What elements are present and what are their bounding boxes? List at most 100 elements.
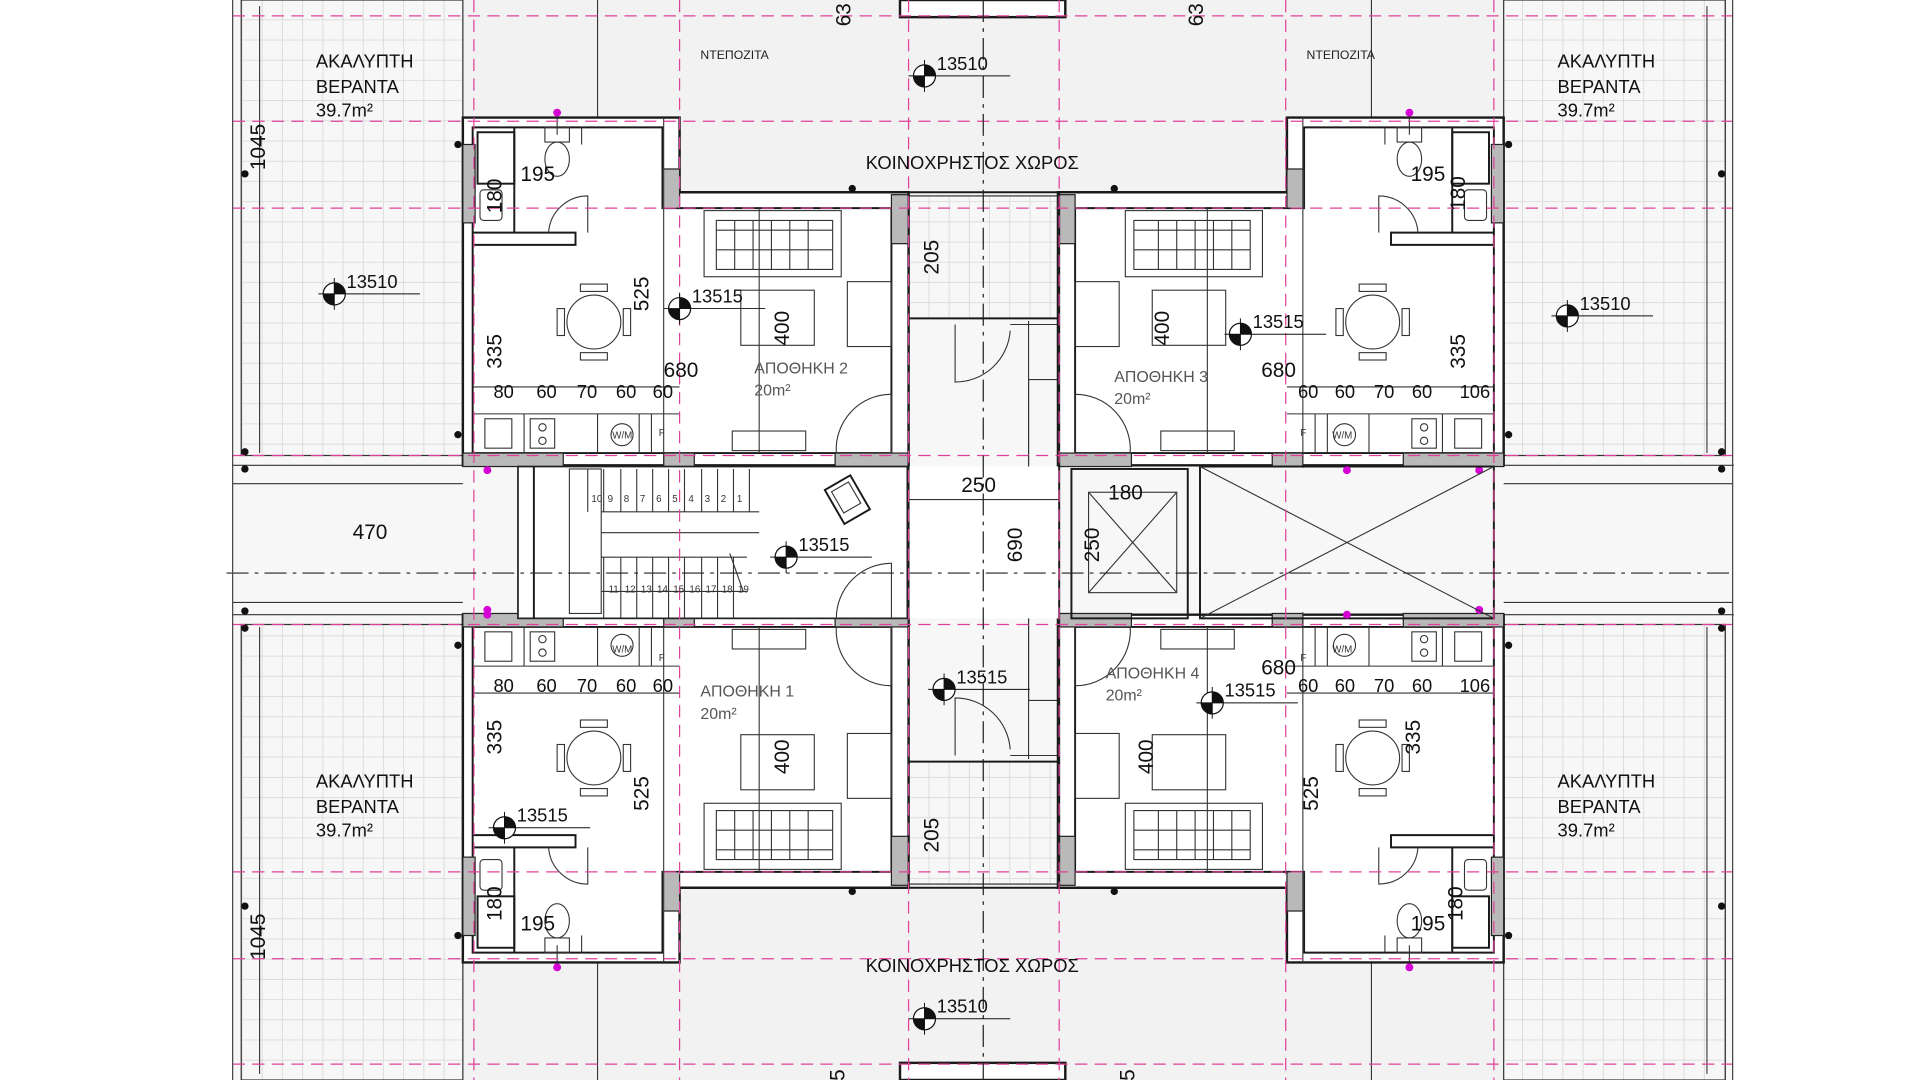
level-marker-icon — [663, 292, 766, 325]
dimension-label: 335 — [483, 720, 506, 755]
level-marker-icon — [1196, 686, 1298, 719]
stair-step-number: 9 — [608, 494, 613, 505]
dimension-label: 60 — [1335, 675, 1355, 696]
level-marker-icon — [488, 811, 591, 844]
deposit-label: ΝΤΕΠΟΖΙΤΑ — [700, 48, 769, 62]
stair-step-number: 15 — [673, 585, 684, 596]
dimension-label: 80 — [493, 675, 513, 696]
dimension-label: 60 — [1412, 381, 1432, 402]
dimension-label: 680 — [1261, 359, 1296, 382]
level-marker-icon — [770, 541, 872, 574]
storage-area: 20m² — [700, 706, 736, 723]
dimension-label: 525 — [630, 776, 653, 811]
dimension-label: 525 — [630, 277, 653, 312]
level-value: 13515 — [798, 534, 849, 555]
dimension-label: 250 — [1081, 528, 1104, 563]
veranda-area: 39.7m² — [1558, 819, 1615, 840]
storage-area: 20m² — [1114, 391, 1150, 408]
dimension-label: 60 — [536, 675, 556, 696]
dimension-label: 106 — [1460, 381, 1491, 402]
stair-step-number: 18 — [722, 585, 733, 596]
common-area-label: ΚΟΙΝΟΧΡΗΣΤΟΣ ΧΩΡΟΣ — [866, 955, 1079, 976]
fridge-label: F — [1300, 428, 1306, 439]
storage-area: 20m² — [754, 383, 790, 400]
fridge-label: F — [659, 428, 665, 439]
stair-step-number: 12 — [625, 585, 636, 596]
dimension-label: 60 — [616, 675, 636, 696]
deposit-label: ΝΤΕΠΟΖΙΤΑ — [1307, 48, 1376, 62]
dimension-label: 335 — [1447, 334, 1470, 369]
dimension-label: 195 — [520, 163, 555, 186]
veranda-subtitle: ΒΕΡΑΝΤΑ — [316, 796, 400, 817]
veranda-area: 39.7m² — [316, 99, 373, 120]
level-marker-icon — [1551, 300, 1654, 332]
dimension-label: 5 — [1116, 1069, 1139, 1080]
dimension-label: 205 — [921, 240, 944, 275]
veranda-area: 39.7m² — [1558, 99, 1615, 120]
dimension-label: 400 — [1151, 311, 1174, 346]
stair-step-number: 16 — [689, 585, 700, 596]
dimension-label: 60 — [1298, 675, 1318, 696]
dimension-label: 680 — [664, 359, 699, 382]
dimension-label: 70 — [1374, 675, 1394, 696]
stair-step-number: 3 — [705, 494, 711, 505]
dimension-label: 690 — [1004, 528, 1027, 563]
dimension-label: 680 — [1261, 657, 1296, 680]
level-marker-icon — [908, 60, 1011, 92]
veranda-title: ΑΚΑΛΥΠΤΗ — [316, 50, 414, 71]
dimension-label: 60 — [536, 381, 556, 402]
veranda-subtitle: ΒΕΡΑΝΤΑ — [1558, 796, 1642, 817]
dimension-label: 80 — [493, 381, 513, 402]
dimension-label: 180 — [483, 886, 506, 921]
common-area-label: ΚΟΙΝΟΧΡΗΣΤΟΣ ΧΩΡΟΣ — [866, 152, 1079, 173]
dimension-label: 335 — [1402, 720, 1425, 755]
dimension-label: 195 — [520, 913, 555, 936]
grid-axes — [226, 0, 1734, 1080]
level-marker-icon — [318, 277, 420, 310]
veranda-title: ΑΚΑΛΥΠΤΗ — [316, 770, 414, 791]
dimension-label: 70 — [577, 381, 597, 402]
veranda-subtitle: ΒΕΡΑΝΤΑ — [1558, 76, 1642, 97]
stair-step-number: 10 — [591, 494, 602, 505]
stair-step-number: 4 — [688, 494, 694, 505]
veranda-area: 39.7m² — [316, 819, 373, 840]
dimension-label: 180 — [1447, 176, 1470, 211]
stair-step-number: 17 — [706, 585, 717, 596]
dimension-label: 195 — [1411, 913, 1446, 936]
dimension-label: 525 — [1300, 776, 1323, 811]
labels: ΑΚΑΛΥΠΤΗΒΕΡΑΝΤΑ39.7m²ΑΚΑΛΥΠΤΗΒΕΡΑΝΤΑ39.7… — [247, 3, 1655, 1080]
washing-machine-label: W/M — [1332, 645, 1352, 656]
veranda-title: ΑΚΑΛΥΠΤΗ — [1558, 770, 1656, 791]
dimension-label: 1045 — [247, 914, 270, 960]
fridge-label: F — [659, 653, 665, 664]
level-marker-icon — [1224, 318, 1327, 351]
veranda-title: ΑΚΑΛΥΠΤΗ — [1558, 50, 1656, 71]
dimension-label: 400 — [1135, 739, 1158, 774]
veranda-subtitle: ΒΕΡΑΝΤΑ — [316, 76, 400, 97]
dimension-label: 60 — [653, 675, 673, 696]
dimension-label: 400 — [771, 311, 794, 346]
dimension-label: 180 — [1445, 886, 1468, 921]
stair-step-number: 14 — [657, 585, 668, 596]
storage-name: ΑΠΟΘΗΚΗ 3 — [1114, 369, 1208, 386]
storage-area: 20m² — [1106, 687, 1142, 704]
level-value: 13510 — [1580, 293, 1631, 314]
dimension-label: 60 — [653, 381, 673, 402]
dimension-label: 400 — [771, 739, 794, 774]
dimension-label: 106 — [1460, 675, 1491, 696]
dimension-label: 60 — [1298, 381, 1318, 402]
level-value: 13515 — [692, 285, 743, 306]
washing-machine-label: W/M — [612, 430, 632, 441]
stair-step-number: 8 — [624, 494, 630, 505]
wheelchair-lift-icon — [823, 473, 872, 526]
dimension-label: 63 — [1185, 3, 1208, 26]
level-value: 13515 — [1253, 311, 1304, 332]
level-value: 13510 — [347, 271, 398, 292]
fridge-label: F — [1300, 653, 1306, 664]
level-value: 13510 — [937, 996, 988, 1017]
dimension-label: 1045 — [247, 124, 270, 170]
storage-name: ΑΠΟΘΗΚΗ 4 — [1106, 665, 1200, 682]
dimension-label: 70 — [1374, 381, 1394, 402]
level-marker-icon — [908, 1002, 1011, 1035]
